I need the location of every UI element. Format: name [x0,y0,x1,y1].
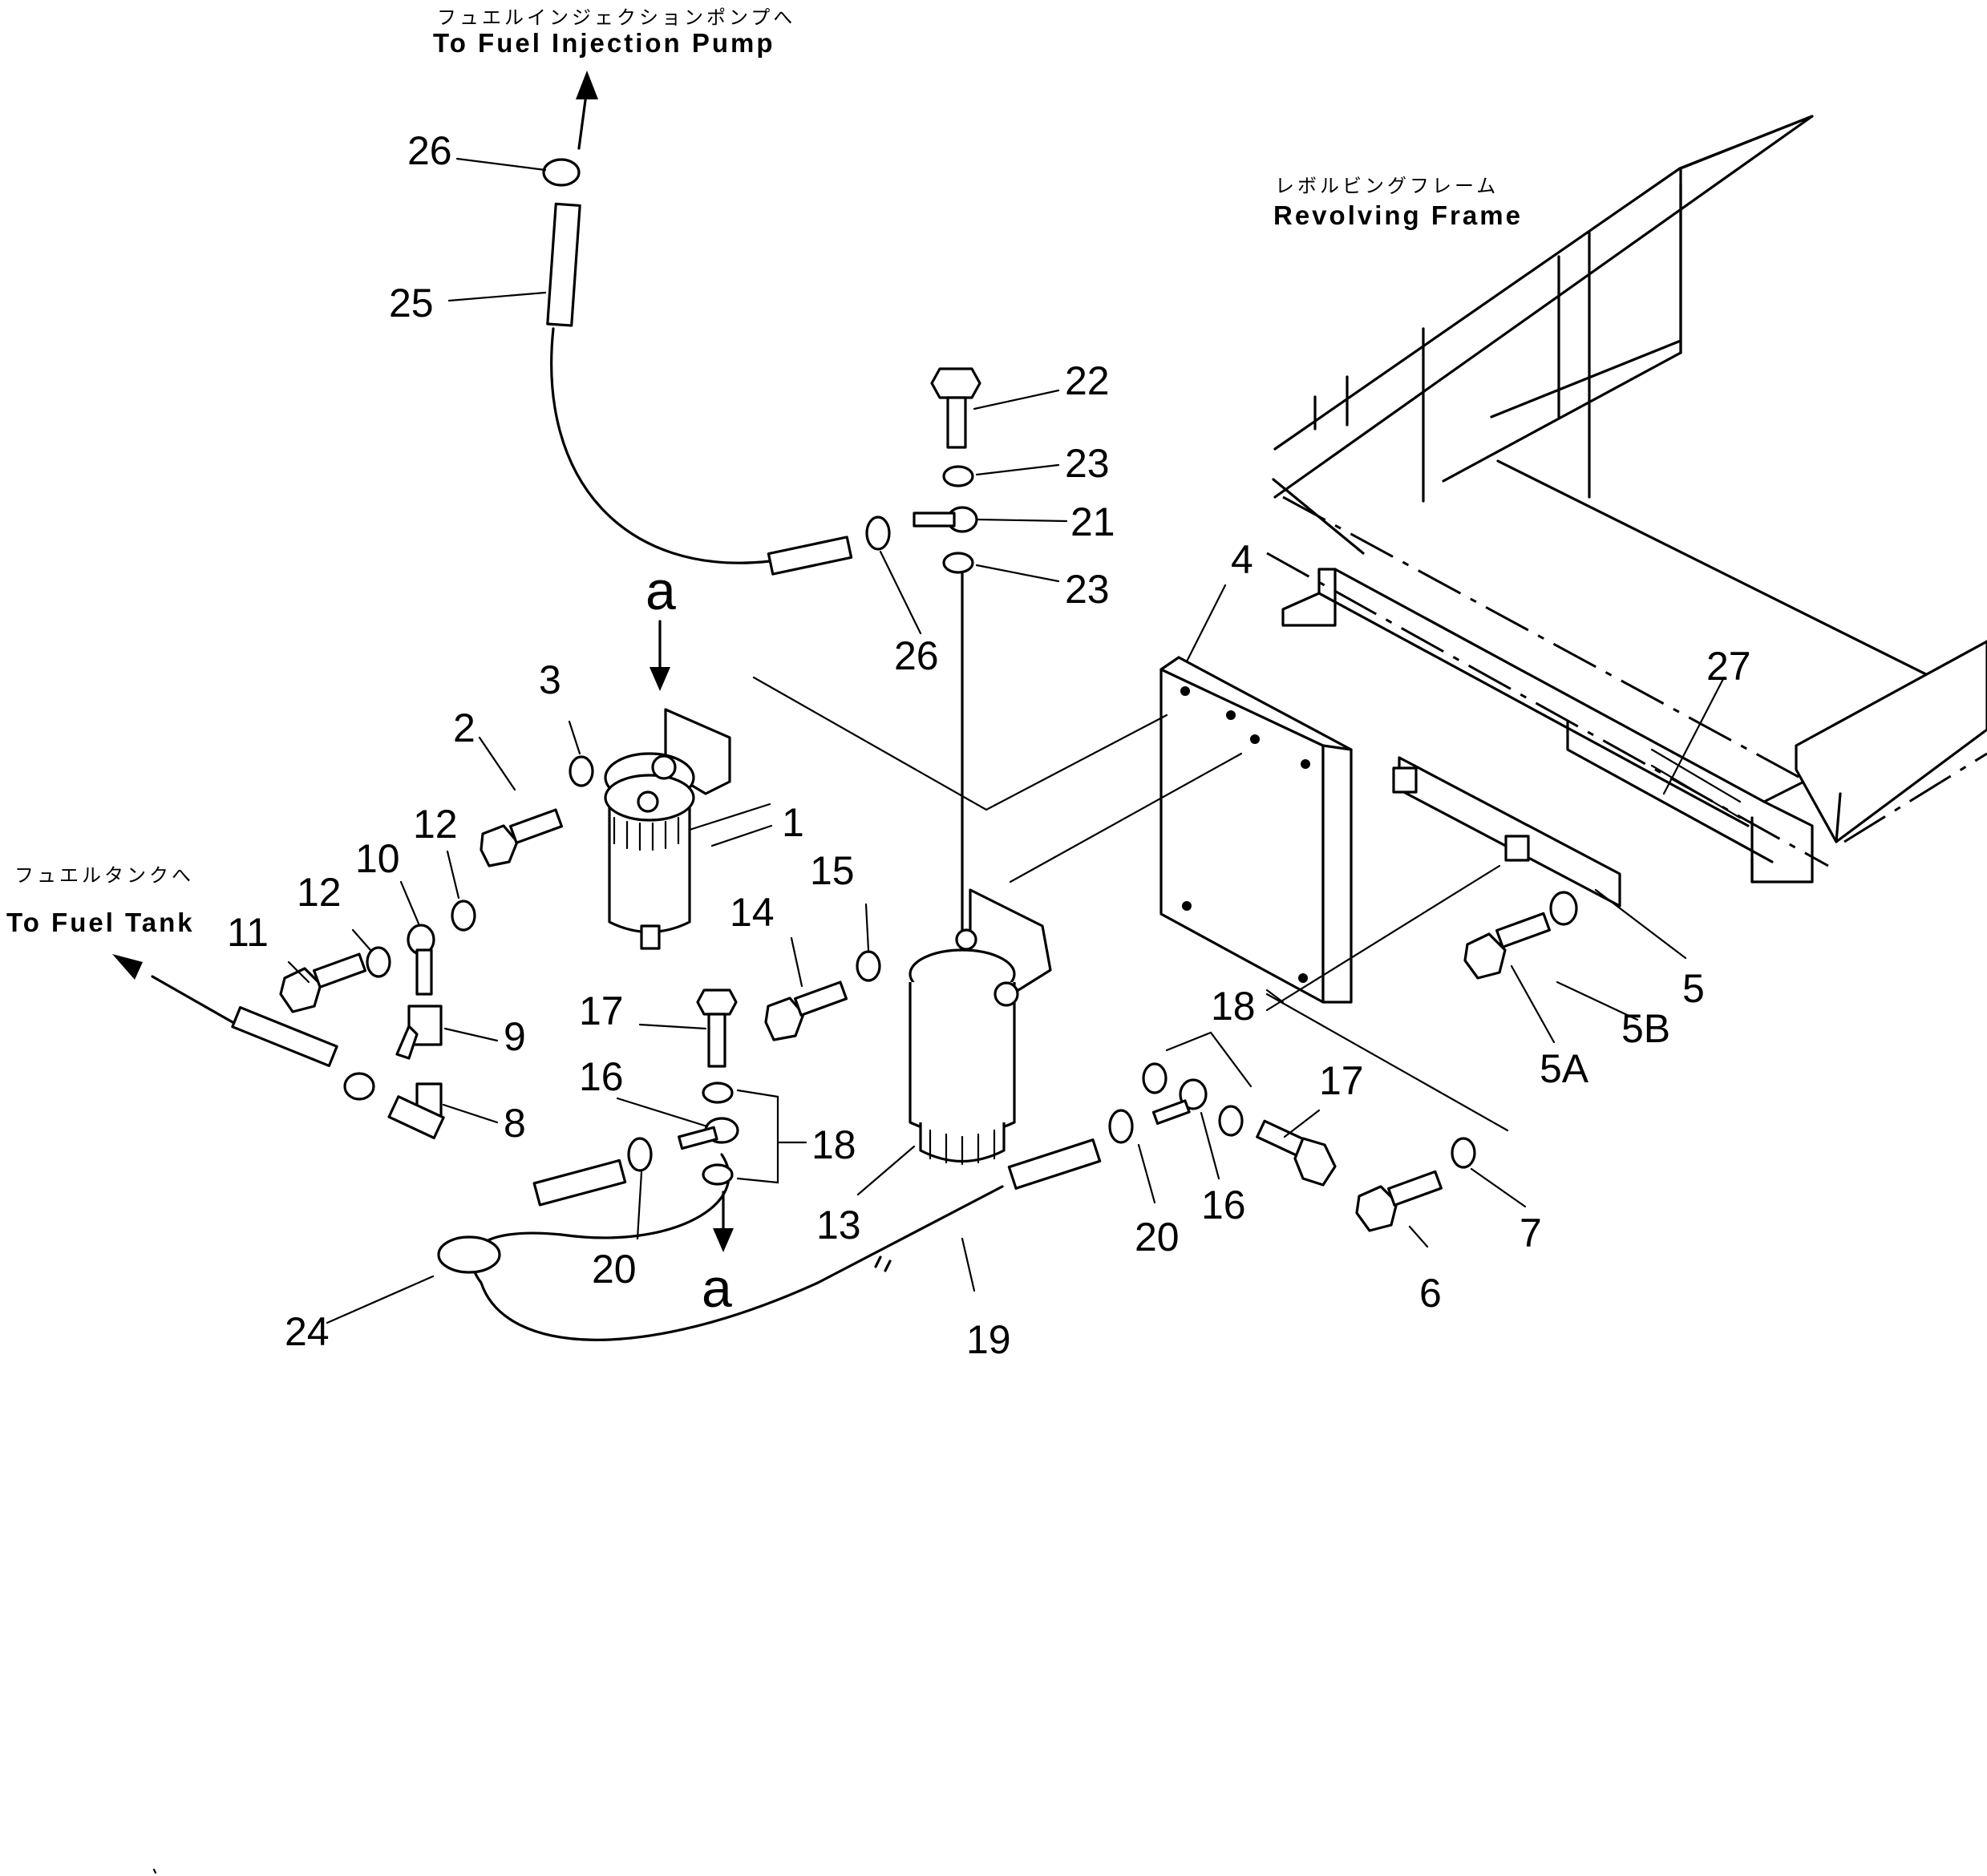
mount-hole [1182,901,1192,911]
callout-14: 14 [730,890,775,935]
callout-5: 5 [1682,966,1705,1011]
arrow-up-icon [576,71,598,99]
callout-13: 13 [816,1203,861,1247]
arrow-left-icon [112,954,143,980]
washer-15 [856,950,881,982]
hose-clamp [1108,1109,1134,1144]
revolving-frame: レボルビングフレーム Revolving Frame [1266,115,1987,883]
callout-6: 6 [1419,1271,1442,1316]
callout-5b: 5B [1621,1006,1670,1051]
washer-12 [366,946,391,978]
callout-5a: 5A [1540,1046,1589,1091]
hose-clamp [627,1137,653,1172]
callout-2: 2 [453,706,476,750]
fuel-filter-1 [604,708,731,950]
callout-12: 12 [413,802,458,847]
print-mark [152,1868,157,1874]
callout-1: 1 [782,800,804,845]
mount-hole [1298,973,1308,983]
fuel-filter-13 [909,888,1052,1166]
bolt-2 [480,824,519,867]
washer-23 [942,552,974,574]
callout-16: 16 [1201,1183,1246,1227]
callout-19: 19 [966,1317,1011,1362]
callout-12: 12 [297,870,342,915]
washer-5b [1549,891,1578,926]
washer-23 [942,465,974,487]
clamp-24 [437,1235,501,1274]
washer-18 [1142,1062,1168,1094]
fuel-tank-label-jp: フュエルタンクへ [14,865,194,887]
callout-18: 18 [1211,984,1256,1029]
bolt-5a [1463,932,1507,980]
callout-23: 23 [1065,567,1110,612]
mount-hole [1226,710,1236,720]
bolt-11 [279,967,322,1013]
bolt-17 [696,989,738,1016]
mount-plate [1159,656,1353,1004]
callout-24: 24 [285,1309,330,1354]
group-bracket-18 [1165,1031,1252,1088]
mount-hole [1180,686,1190,696]
revolving-frame-label-jp: レボルビングフレーム [1275,176,1499,197]
leader-line [752,676,1168,811]
flow-arrows [112,71,964,1252]
group-bracket-18 [736,1089,779,1184]
callout-7: 7 [1520,1211,1542,1255]
hose-clamp [865,515,891,551]
view-marker-a-bottom: a [702,1258,732,1319]
mount-hole [1301,759,1310,769]
hose-25 [546,202,581,327]
callout-20: 20 [592,1247,637,1292]
revolving-frame-label-en: Revolving Frame [1273,200,1523,230]
washer-3 [569,755,594,787]
callout-17: 17 [1319,1058,1364,1103]
mount-hole [1250,734,1260,744]
callout-22: 22 [1065,358,1110,403]
callout-9: 9 [504,1014,526,1059]
washer-7 [1451,1137,1476,1169]
fuel-injection-pump-label-jp: フュエルインジェクションポンプへ [437,7,795,29]
callout-11: 11 [227,910,269,955]
bracket-bar [1265,756,1621,1012]
text-labels: フュエルインジェクションポンプへ To Fuel Injection Pump … [6,7,1751,1362]
fuel-injection-pump-label-en: To Fuel Injection Pump [433,28,775,58]
hose-clamp [343,1072,375,1101]
leader-line [1265,993,1509,1132]
washer-12 [451,900,476,932]
bolt-6 [1355,1185,1398,1232]
arrow-down-icon [650,667,670,691]
bolt-14 [764,997,805,1041]
callout-26: 26 [894,633,939,678]
leader-line [1009,752,1243,883]
callout-26: 26 [407,128,452,173]
callout-25: 25 [389,281,434,325]
arrow-down-icon [713,1228,734,1252]
callout-27: 27 [1706,644,1751,689]
callout-17: 17 [579,989,624,1033]
callout-10: 10 [355,836,400,881]
callout-15: 15 [810,848,855,893]
callout-21: 21 [1070,499,1115,544]
bolt-22 [930,367,981,399]
callout-3: 3 [539,657,561,702]
view-marker-a-top: a [645,560,676,621]
hose-clamp [542,158,581,187]
callout-20: 20 [1135,1215,1180,1259]
callout-leaders [287,157,1726,1324]
small-parts [279,158,1578,1232]
washer-18 [1218,1105,1244,1137]
callout-8: 8 [504,1101,526,1146]
fuel-tank-label-en: To Fuel Tank [6,908,195,937]
callout-18: 18 [811,1122,856,1167]
washer-18 [702,1082,734,1104]
washer-18 [702,1163,734,1186]
callout-23: 23 [1065,441,1110,486]
callout-4: 4 [1231,537,1253,582]
callout-16: 16 [579,1054,624,1099]
